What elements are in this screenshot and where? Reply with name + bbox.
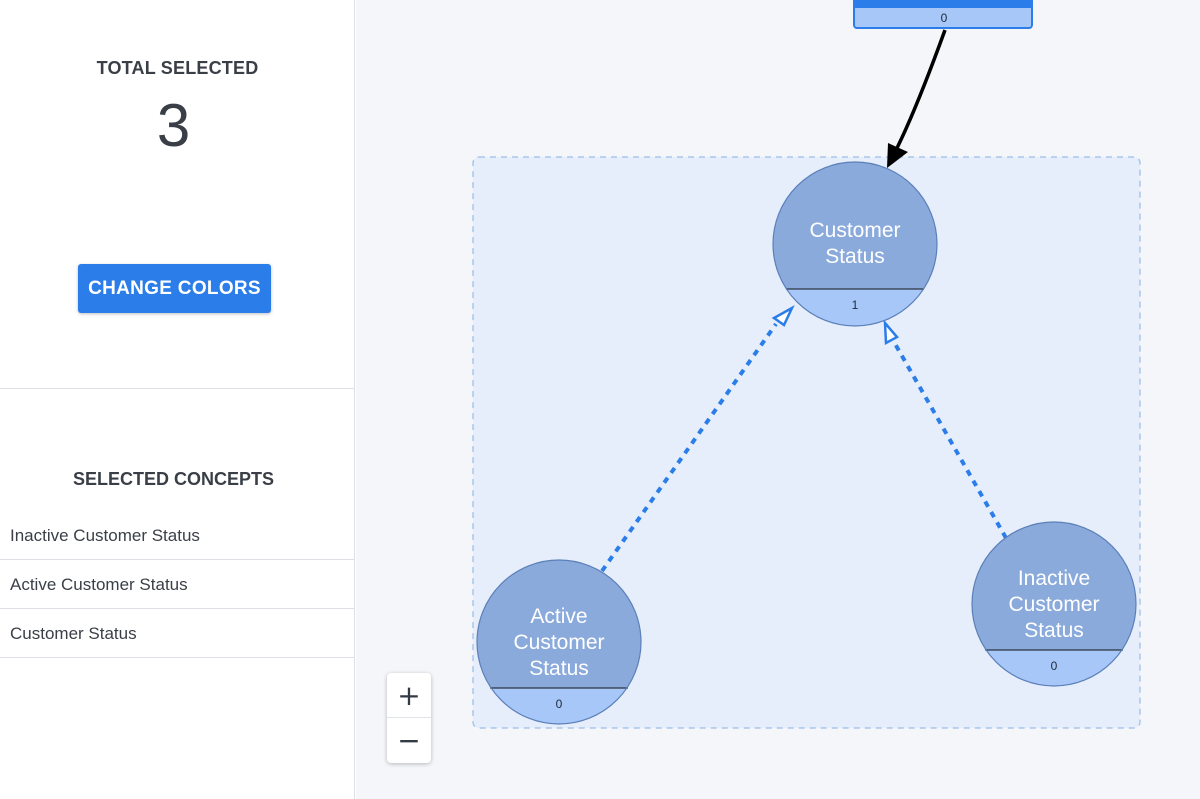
selected-concepts-heading: SELECTED CONCEPTS bbox=[72, 469, 275, 489]
edge-top-to-customer-status[interactable] bbox=[894, 29, 947, 151]
concept-item-inactive-customer-status[interactable]: Inactive Customer Status bbox=[0, 511, 355, 560]
selection-sidebar: TOTAL SELECTED 3 CHANGE COLORS SELECTED … bbox=[0, 0, 355, 799]
node-label-line: Status bbox=[529, 657, 589, 680]
zoom-in-button[interactable]: + bbox=[387, 673, 431, 718]
selected-concepts-list: Inactive Customer Status Active Customer… bbox=[0, 511, 355, 658]
node-label-line: Customer bbox=[1008, 593, 1099, 616]
node-count: 0 bbox=[1051, 659, 1058, 673]
top-node[interactable]: 0 bbox=[853, 0, 1033, 29]
node-label-line: Customer bbox=[513, 631, 604, 654]
concept-item-active-customer-status[interactable]: Active Customer Status bbox=[0, 560, 355, 609]
edge-active-to-customer-status[interactable] bbox=[600, 322, 778, 573]
total-selected-heading: TOTAL SELECTED bbox=[96, 58, 259, 78]
graph-svg: 0 Customer Status 1 bbox=[472, 0, 1141, 729]
change-colors-button[interactable]: CHANGE COLORS bbox=[78, 264, 271, 313]
top-node-count: 0 bbox=[941, 11, 948, 25]
edge-arrowhead-hollow bbox=[883, 319, 899, 346]
zoom-out-button[interactable]: − bbox=[387, 718, 431, 763]
node-label-line: Active bbox=[530, 605, 587, 628]
node-active-customer-status[interactable]: Active Customer Status 0 bbox=[476, 559, 642, 728]
sidebar-divider bbox=[0, 388, 355, 389]
total-selected-count: 3 bbox=[156, 92, 191, 159]
node-label-line: Inactive bbox=[1018, 567, 1090, 590]
node-count: 0 bbox=[556, 697, 563, 711]
zoom-controls: + − bbox=[387, 673, 431, 763]
node-label-line: Customer bbox=[809, 219, 900, 242]
selection-group-box[interactable] bbox=[472, 156, 1141, 729]
concept-item-customer-status[interactable]: Customer Status bbox=[0, 609, 355, 658]
edge-arrowhead-hollow bbox=[771, 305, 795, 327]
node-label-line: Status bbox=[825, 245, 885, 268]
node-count: 1 bbox=[852, 298, 859, 312]
edge-arrowhead-solid bbox=[887, 143, 908, 168]
edge-inactive-to-customer-status[interactable] bbox=[892, 341, 1008, 539]
node-label-line: Status bbox=[1024, 619, 1084, 642]
graph-canvas[interactable]: 0 Customer Status 1 bbox=[356, 0, 1200, 799]
